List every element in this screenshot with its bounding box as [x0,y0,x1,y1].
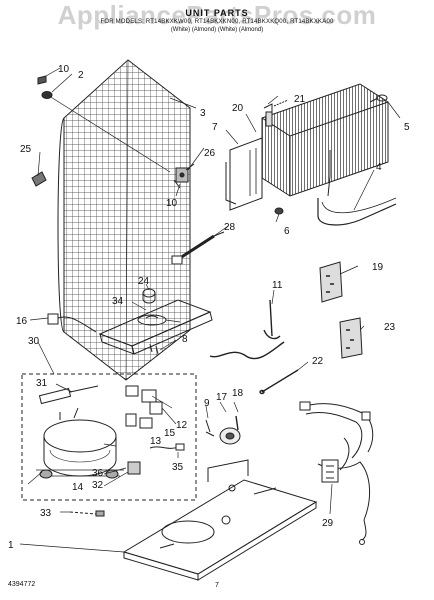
callout-20: 20 [232,103,244,114]
callout-34: 29 [322,518,334,529]
callout-3: 3 [200,108,206,119]
callout-18: 18 [232,388,244,399]
callout-21: 21 [294,94,306,105]
callout-25: 25 [20,144,32,155]
base-screw [69,510,105,517]
callout-22: 22 [312,356,324,367]
callout-19: 19 [372,262,384,273]
callout-7: 7 [212,122,218,133]
callout-35: 34 [112,296,124,307]
wiring-harness [299,401,374,545]
callout-28: 30 [28,336,40,347]
evaporator-nut [274,207,284,215]
relay-overload-parts [125,385,185,475]
callout-13: 13 [150,436,162,447]
fan-motor [205,415,241,445]
callout-2: 2 [78,70,84,81]
heater-wire [171,231,225,265]
callout-12: 12 [176,420,188,431]
callout-1: 1 [8,540,14,551]
document-number: 4394772 [8,581,36,588]
callout-14: 14 [72,482,84,493]
condenser-tube-clip [47,313,97,333]
callout-24: 24 [138,276,150,287]
callout-33: 35 [172,462,184,473]
leader-lines [19,67,401,553]
callout-23: 23 [384,322,396,333]
callout-11: 11 [272,280,283,291]
callout-9: 9 [204,398,210,409]
drain-tube [209,299,285,360]
compressor [36,385,124,479]
callout-10b: 10 [166,198,178,209]
callout-5: 5 [404,122,410,133]
page-number: 7 [215,582,219,589]
callout-15: 15 [164,428,176,439]
callout-26: 26 [204,148,216,159]
callout-17: 17 [216,392,228,403]
callout-16: 16 [16,316,28,327]
callout-6: 6 [284,226,290,237]
callout-labels: 10 2 3 25 26 10 28 20 21 7 5 4 6 24 34 8… [8,64,410,551]
evaporator-coil [225,83,397,226]
callout-31: 32 [92,480,104,491]
insulation-pads [319,261,363,359]
wire-clip [31,171,47,187]
callout-30: 28 [224,222,236,233]
callout-10a: 10 [58,64,70,75]
callout-36: 36 [92,468,104,479]
evaporator-bracket [263,94,388,127]
callout-29: 31 [36,378,48,389]
callout-4: 4 [376,162,382,173]
model-list: FOR MODELS: RT14BKXKW00, RT14BKXKN00, RT… [100,19,334,25]
condenser-coil [57,59,191,381]
base-plate [122,459,318,581]
compressor-kit-box [21,373,197,501]
diagram-title: UNIT PARTS [185,8,249,18]
callout-32: 33 [40,508,52,519]
callout-8: 8 [182,334,188,345]
screw-and-washer [37,75,171,173]
model-colors: (White) (Almond) (White) (Almond) [170,27,264,33]
watermark: AppliancePartsPros.com [57,0,377,30]
defrost-rod [259,369,299,395]
